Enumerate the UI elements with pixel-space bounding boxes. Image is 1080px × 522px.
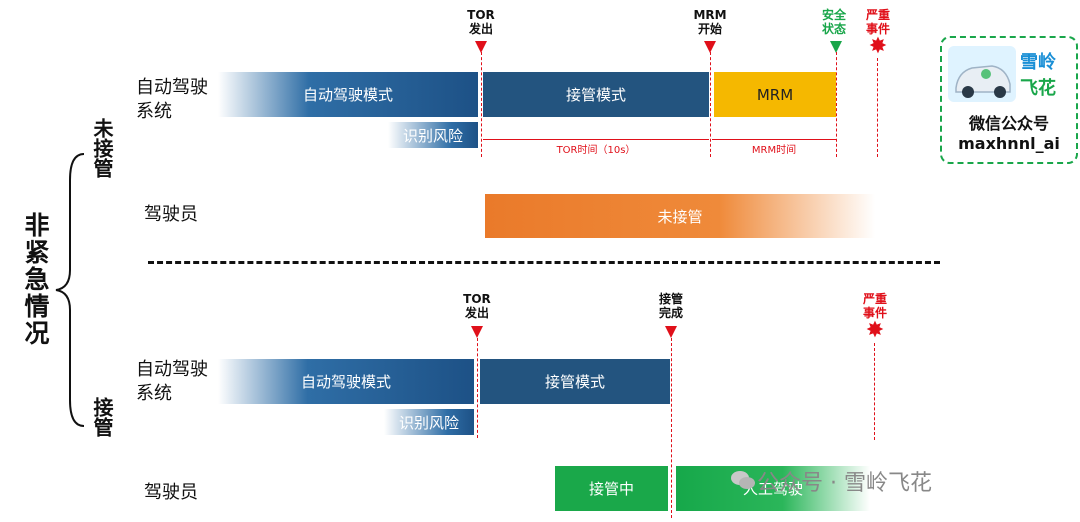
bottom-severe-line (874, 343, 875, 440)
logo-line3: 微信公众号 (968, 114, 1049, 133)
bottom-severe-burst-icon: ✸ (865, 318, 885, 343)
bottom-done-line (671, 338, 672, 518)
top-event-safe: 安全 状态 (821, 8, 846, 36)
watermark: 公众号 · 雪岭飞花 (757, 471, 932, 496)
bottom-done-marker-icon (665, 326, 677, 338)
bottom-event-done: 接管 完成 (658, 292, 683, 320)
bottom-bar-takeover-mode: 接管模式 (480, 359, 670, 404)
top-dim-tor-time: TOR时间（10s） (556, 145, 636, 156)
top-bar-not-taken: 未接管 (485, 194, 875, 238)
scenario-separator (148, 261, 940, 264)
main-title: 非紧急情况 (21, 212, 50, 347)
top-severe-burst-icon: ✸ (868, 34, 888, 59)
scenario-taken: 接管 (90, 397, 114, 437)
top-bar-auto: 自动驾驶模式 (218, 72, 478, 117)
bottom-bar-manual: 人工驾驶 (676, 466, 870, 511)
top-dim-tor-line (483, 139, 709, 140)
top-safe-line (836, 52, 837, 157)
top-event-mrm: MRM 开始 (693, 8, 727, 36)
car-icon (948, 46, 1016, 102)
top-severe-line (877, 58, 878, 157)
logo-badge: 雪岭 飞花 微信公众号 maxhnnl_ai (940, 36, 1078, 164)
bottom-bar-risk: 识别风险 (384, 409, 474, 435)
bottom-driver-label: 驾驶员 (144, 482, 198, 503)
bottom-bar-auto: 自动驾驶模式 (218, 359, 474, 404)
top-dim-mrm-line (712, 139, 836, 140)
bottom-tor-line (477, 338, 478, 438)
top-safe-marker-icon (830, 41, 842, 53)
bottom-tor-marker-icon (471, 326, 483, 338)
top-bar-takeover-mode: 接管模式 (483, 72, 709, 117)
logo-line2: 飞花 (1020, 78, 1056, 99)
top-mrm-line (710, 52, 711, 157)
top-event-tor: TOR 发出 (467, 8, 495, 36)
top-event-severe: 严重 事件 (865, 8, 890, 36)
bottom-ads-label: 自动驾驶 系统 (136, 359, 208, 404)
top-bar-mrm: MRM (714, 72, 836, 117)
logo-line4: maxhnnl_ai (958, 134, 1060, 153)
wechat-icon (731, 471, 755, 489)
top-dim-mrm-time: MRM时间 (751, 145, 797, 156)
logo-line1: 雪岭 (1020, 52, 1056, 73)
top-bar-risk: 识别风险 (388, 122, 478, 148)
top-mrm-marker-icon (704, 41, 716, 53)
top-tor-marker-icon (475, 41, 487, 53)
left-brace (55, 153, 85, 427)
bottom-event-severe: 严重 事件 (862, 292, 887, 320)
bottom-bar-taking: 接管中 (555, 466, 668, 511)
top-ads-label: 自动驾驶 系统 (136, 77, 208, 122)
top-driver-label: 驾驶员 (144, 204, 198, 225)
top-tor-line (481, 52, 482, 157)
scenario-not-taken: 未接管 (90, 118, 114, 178)
bottom-event-tor: TOR 发出 (463, 292, 491, 320)
